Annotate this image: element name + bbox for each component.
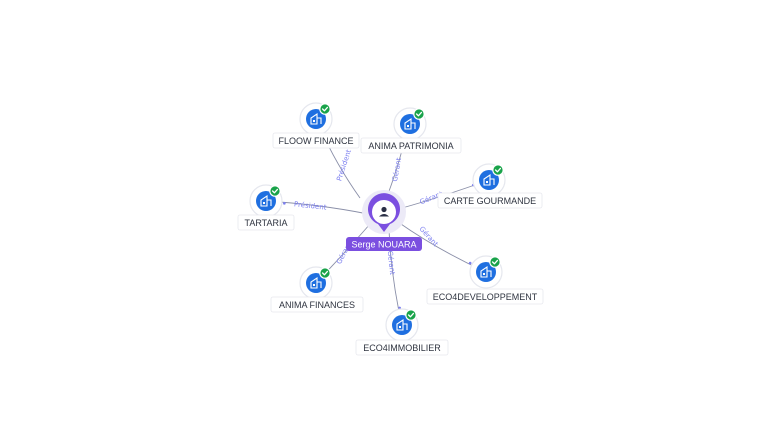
check-icon — [319, 267, 331, 279]
edge-arrow-tartaria — [283, 202, 286, 205]
check-icon — [405, 309, 417, 321]
edge-arrow-eco4developpement — [468, 261, 472, 265]
company-name-tartaria: TARTARIA — [244, 218, 287, 228]
company-label-box — [355, 339, 449, 356]
check-icon — [492, 164, 504, 176]
company-name-anima-finances: ANIMA FINANCES — [279, 300, 355, 310]
company-node-tartaria[interactable]: TARTARIA — [237, 184, 295, 231]
person-icon — [379, 206, 389, 217]
company-name-floow-finance: FLOOW FINANCE — [278, 136, 353, 146]
company-name-carte-gourmande: CARTE GOURMANDE — [444, 196, 536, 206]
company-label-box — [426, 288, 544, 305]
company-label-box — [437, 192, 543, 209]
building-icon — [260, 194, 272, 207]
company-node-carte-gourmande[interactable]: CARTE GOURMANDE — [437, 163, 543, 209]
company-node-anima-finances[interactable]: ANIMA FINANCES — [270, 266, 364, 313]
company-node-eco4developpement[interactable]: ECO4DEVELOPPEMENT — [426, 255, 544, 305]
edge-label-tartaria: Président — [294, 200, 328, 211]
person-name-badge — [346, 237, 422, 251]
check-icon — [269, 185, 281, 197]
company-node-anima-patrimonia[interactable]: ANIMA PATRIMONIA — [360, 107, 462, 154]
person-node[interactable]: Serge NOUARA — [346, 190, 422, 251]
building-icon — [480, 265, 492, 278]
company-name-anima-patrimonia: ANIMA PATRIMONIA — [368, 141, 453, 151]
person-name: Serge NOUARA — [351, 240, 416, 250]
building-icon — [310, 276, 322, 289]
edge-label-eco4immobilier: Gérant — [386, 250, 396, 275]
check-icon — [489, 256, 501, 268]
building-icon — [396, 318, 408, 331]
building-icon — [404, 117, 416, 130]
edge-label-floow-finance: Président — [335, 148, 353, 182]
company-label-box — [237, 214, 295, 231]
building-icon — [483, 173, 495, 186]
company-name-eco4developpement: ECO4DEVELOPPEMENT — [433, 292, 538, 302]
check-icon — [413, 108, 425, 120]
company-node-eco4immobilier[interactable]: ECO4IMMOBILIER — [355, 308, 449, 356]
company-node-floow-finance[interactable]: FLOOW FINANCE — [272, 102, 360, 149]
company-label-box — [270, 296, 364, 313]
company-label-box — [360, 137, 462, 154]
building-icon — [310, 112, 322, 125]
check-icon — [319, 103, 331, 115]
company-label-box — [272, 132, 360, 149]
companies-layer: FLOOW FINANCE ANIMA PATRIMONIA CARTE GOURM… — [237, 102, 544, 356]
edge-label-anima-patrimonia: Gérant — [391, 157, 403, 182]
company-name-eco4immobilier: ECO4IMMOBILIER — [363, 343, 441, 353]
